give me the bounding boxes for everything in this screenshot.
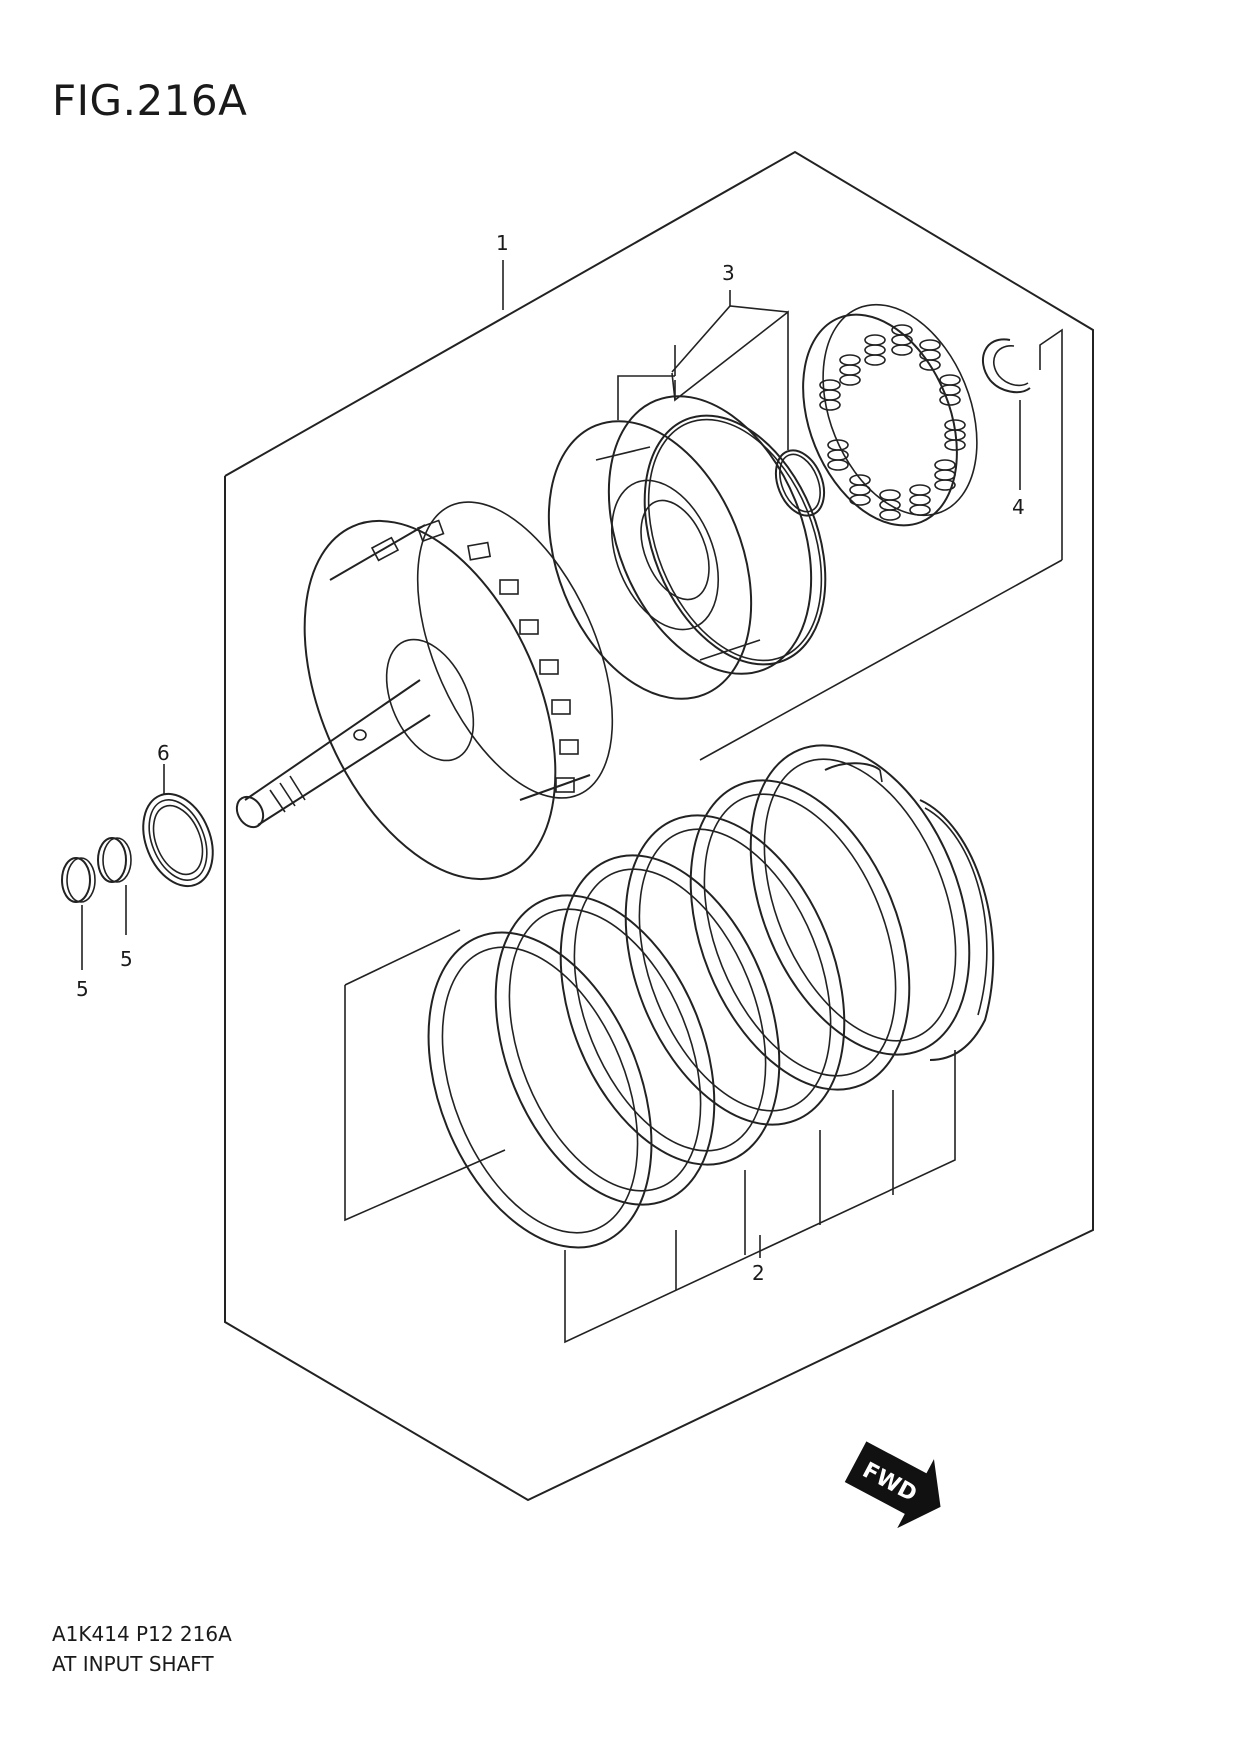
thrust-washer-6: 6 [142,741,214,888]
callout-2-label: 2 [752,1261,765,1285]
callout-6-label: 6 [157,741,170,765]
callout-3: 3 [617,261,789,450]
figure-title: FIG.216A [52,76,248,125]
callout-2: 2 [344,929,956,1344]
clutch-piston [547,395,813,700]
bushing-5b: 5 [97,837,133,971]
callout-4-label: 4 [1012,495,1025,519]
callout-1: 1 [496,231,509,310]
piston-seal-large [643,414,827,666]
fwd-direction-badge: FWD [844,1441,941,1529]
snap-ring-4: 4 [981,328,1063,560]
callout-1-label: 1 [496,231,509,255]
bushing-5a: 5 [61,857,96,1001]
figure-code: A1K414 P12 216A [52,1622,232,1646]
callout-5b-label: 5 [120,947,133,971]
input-shaft-drum [235,501,614,881]
assembly-frame [224,150,1094,1502]
callout-5a-label: 5 [76,977,89,1001]
clutch-plate-pack [427,744,995,1249]
return-spring-assembly [802,303,978,527]
callout-3-label: 3 [722,261,735,285]
figure-name: AT INPUT SHAFT [52,1652,214,1676]
piston-seal-small [774,449,826,517]
